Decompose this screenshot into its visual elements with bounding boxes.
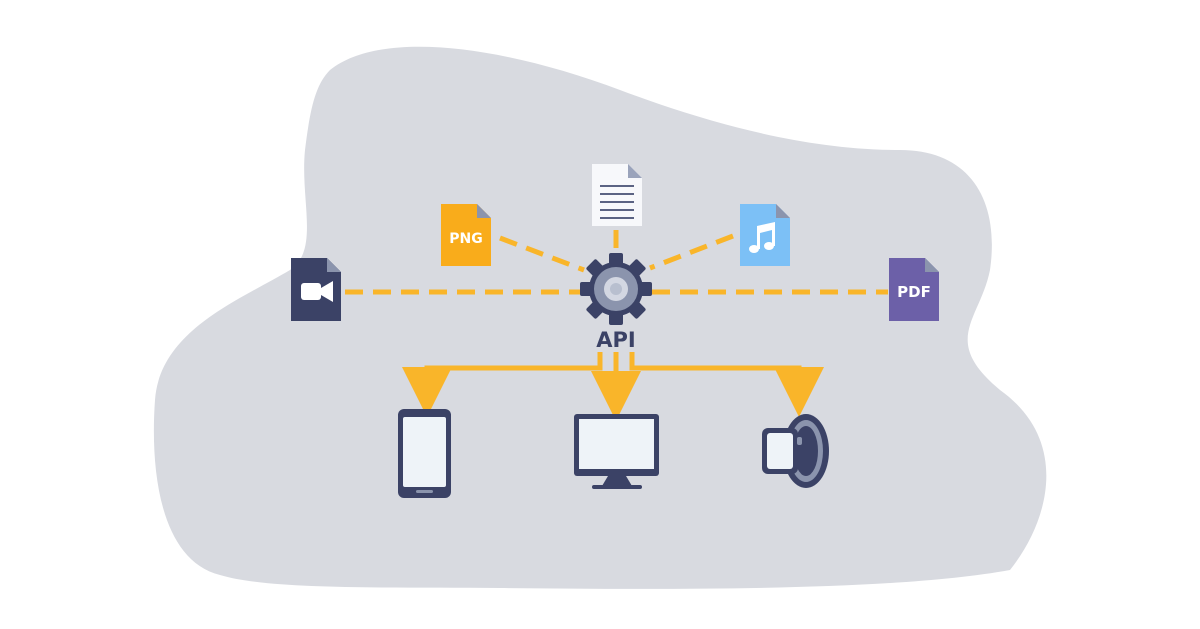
gear-icon xyxy=(580,253,652,325)
connector-audio xyxy=(649,233,734,271)
smartwatch-icon xyxy=(762,414,829,488)
video-camera-icon xyxy=(301,281,333,302)
pdf-file-label: PDF xyxy=(897,283,931,301)
desktop-monitor-icon xyxy=(574,414,659,489)
audio-file-icon xyxy=(740,204,790,266)
pdf-file-icon xyxy=(889,258,939,321)
connector-png xyxy=(499,235,585,273)
music-note-icon xyxy=(749,222,775,253)
smartphone-icon xyxy=(398,409,451,498)
output-arrows xyxy=(402,352,824,421)
document-icon xyxy=(592,164,642,226)
dashed-connectors xyxy=(345,230,888,295)
arrow-to-smartphone xyxy=(402,352,603,417)
png-file-label: PNG xyxy=(449,231,482,247)
arrow-to-watch xyxy=(629,352,824,417)
png-file-icon xyxy=(441,204,491,266)
video-file-icon xyxy=(291,258,341,321)
api-label: API xyxy=(596,328,635,352)
